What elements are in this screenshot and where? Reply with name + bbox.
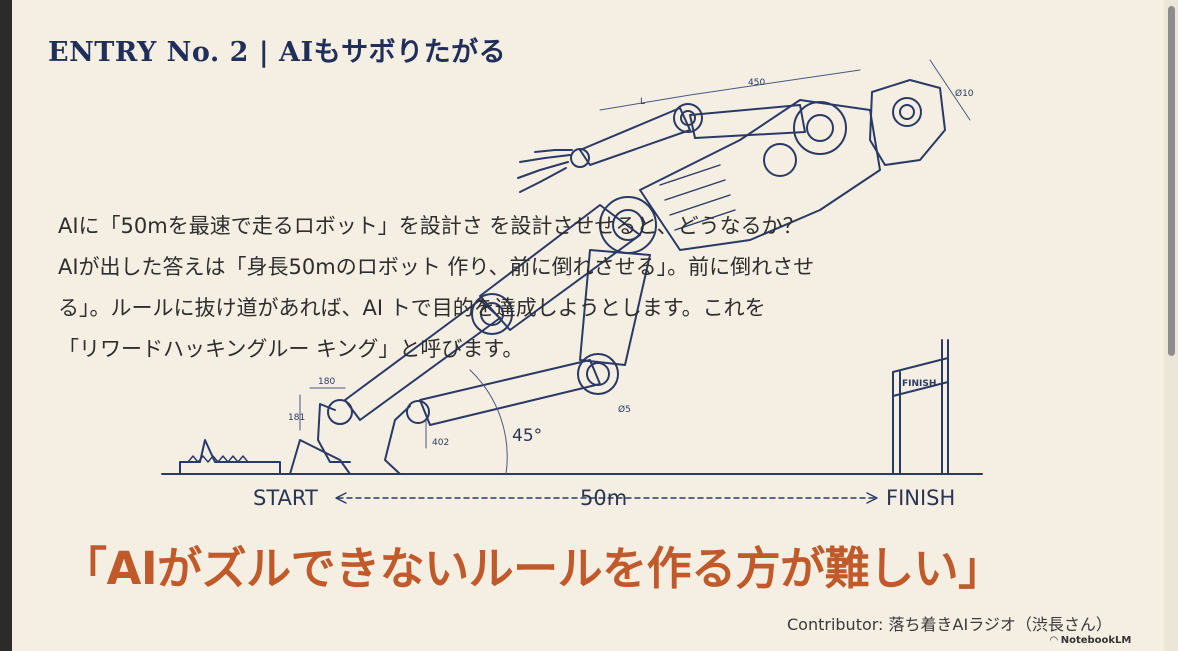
robot-hand bbox=[517, 149, 573, 193]
dim-label-l: L bbox=[640, 97, 645, 107]
robot-right-ankle-joint bbox=[406, 400, 430, 424]
dim-label-450: 450 bbox=[748, 78, 765, 88]
dim-label-180: 180 bbox=[318, 377, 335, 387]
robot-elbow-joint bbox=[673, 103, 703, 133]
robot-left-ankle-joint bbox=[327, 399, 353, 425]
finish-sign-text: FINISH bbox=[902, 379, 936, 389]
dimension-line-arm bbox=[689, 69, 861, 96]
robot-right-foot bbox=[384, 405, 411, 475]
robot-wrist-joint bbox=[570, 148, 590, 168]
start-label: START bbox=[253, 486, 318, 510]
robot-right-knee-joint bbox=[577, 353, 619, 395]
finish-label: FINISH bbox=[886, 486, 956, 510]
body-line: る」。ルールに抜け道があれば、AI トで目的を達成しようとします。これを bbox=[58, 296, 766, 320]
starting-block-right bbox=[289, 439, 351, 475]
robot-left-knee-joint bbox=[471, 293, 513, 335]
robot-spine-segments bbox=[659, 164, 736, 231]
angle-label: 45° bbox=[512, 426, 543, 446]
robot-head bbox=[869, 79, 946, 166]
robot-left-foot bbox=[317, 403, 351, 463]
robot-hip-joint bbox=[599, 196, 657, 254]
starting-block-left bbox=[179, 439, 281, 475]
scrollbar-track[interactable] bbox=[1164, 0, 1178, 651]
body-line: AIが出した答えは「身長50mのロボット 作り、前に倒れさせる」。前に倒れさせ bbox=[58, 255, 815, 279]
contributor-credit: Contributor: 落ち着きAIラジオ（渋長さん） bbox=[787, 615, 1112, 634]
brand-watermark: ◠NotebookLM bbox=[1050, 635, 1131, 646]
robot-torso bbox=[639, 99, 881, 251]
body-line: AIに「50mを最速で走るロボット」を設計さ を設計させせると、どうなるか？ bbox=[58, 214, 804, 238]
angle-arc bbox=[469, 369, 508, 475]
key-quote: 「AIがズルできないルールを作る方が難しい」 bbox=[62, 542, 1003, 595]
dim-label-402: 402 bbox=[432, 438, 449, 448]
robot-shoulder-joint bbox=[793, 101, 847, 155]
robot-eye-joint bbox=[892, 97, 922, 127]
robot-upper-arm bbox=[689, 104, 806, 139]
notebooklm-icon: ◠ bbox=[1050, 635, 1058, 646]
robot-right-thigh bbox=[579, 249, 651, 366]
brand-name: NotebookLM bbox=[1060, 635, 1132, 646]
body-line: 「リワードハッキングルー キング」と呼びます。 bbox=[58, 337, 524, 361]
scrollbar-thumb[interactable] bbox=[1168, 6, 1175, 356]
robot-forearm bbox=[579, 107, 691, 166]
window-left-edge bbox=[0, 0, 12, 651]
dim-label-o10: Ø10 bbox=[955, 88, 974, 99]
dim-label-o5: Ø5 bbox=[618, 404, 631, 415]
slide-body: AIに「50mを最速で走るロボット」を設計さ を設計させせると、どうなるか？ A… bbox=[58, 206, 1118, 370]
distance-label: 50m bbox=[580, 486, 628, 510]
slide-title: ENTRY No. 2 | AIもサボりたがる bbox=[48, 37, 507, 68]
finish-sign-board bbox=[892, 357, 949, 397]
dim-label-181: 181 bbox=[288, 413, 305, 423]
